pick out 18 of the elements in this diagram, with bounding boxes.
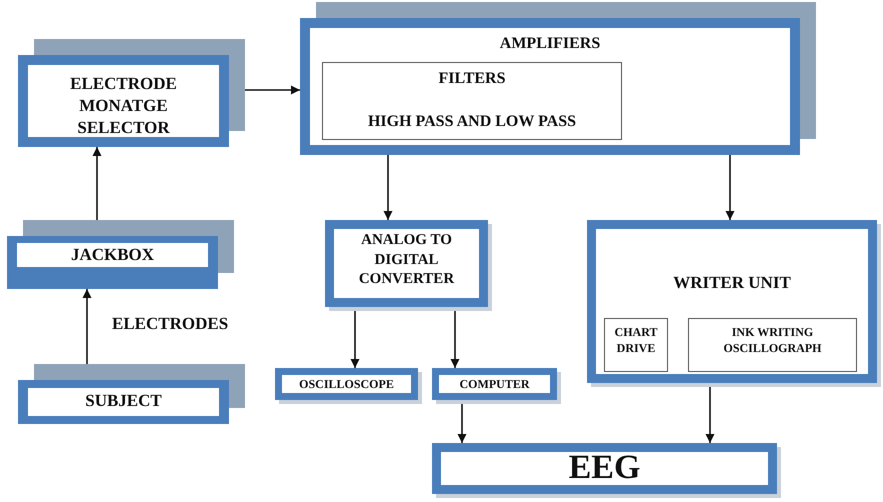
sub-process-box bbox=[688, 318, 857, 372]
box-label: COMPUTER bbox=[458, 377, 531, 393]
box-label: JACKBOX bbox=[70, 244, 156, 266]
box-label: AMPLIFIERS bbox=[498, 34, 602, 54]
box-label: WRITER UNIT bbox=[672, 272, 792, 294]
arrow bbox=[384, 155, 392, 220]
box-heading: FILTERS bbox=[438, 69, 506, 89]
box-label: SUBJECT bbox=[84, 390, 163, 412]
box-label: INK WRITING OSCILLOGRAPH bbox=[722, 325, 822, 356]
box-label: ANALOG TO DIGITAL CONVERTER bbox=[358, 231, 456, 289]
box-label: HIGH PASS AND LOW PASS bbox=[366, 112, 578, 132]
sub-process-box bbox=[322, 62, 622, 140]
box-label: CHART DRIVE bbox=[614, 325, 658, 356]
sub-process-box bbox=[604, 318, 668, 372]
box-label: EEG bbox=[568, 448, 642, 488]
box-label: OSCILLOSCOPE bbox=[298, 377, 395, 393]
arrow bbox=[726, 155, 734, 220]
box-label: ELECTRODE MONATGE SELECTOR bbox=[69, 73, 178, 140]
